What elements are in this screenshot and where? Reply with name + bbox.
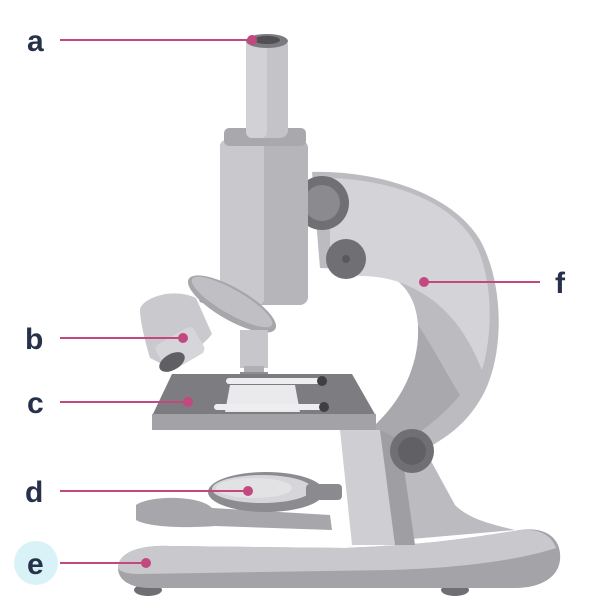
label-e: e — [27, 548, 44, 581]
label-a: a — [27, 25, 44, 58]
body-tube — [220, 34, 308, 305]
arm — [312, 172, 515, 545]
mirror — [136, 472, 342, 530]
label-f: f — [555, 267, 566, 300]
objective-lens-vertical — [240, 330, 268, 380]
leader-line-a — [60, 35, 257, 45]
objective-lens-angled — [140, 293, 212, 376]
base — [118, 529, 560, 596]
label-c: c — [27, 387, 44, 420]
label-d: d — [25, 476, 43, 509]
label-b: b — [25, 323, 43, 356]
microscope-illustration — [118, 34, 560, 596]
